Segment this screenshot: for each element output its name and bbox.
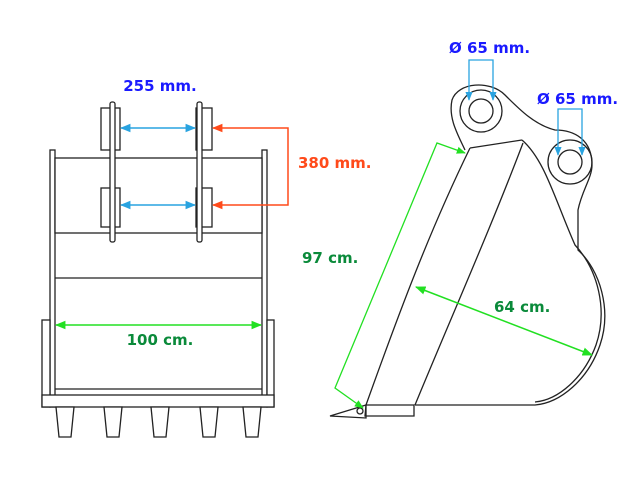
tooth: [199, 406, 219, 438]
pin-height-dimension: [211, 123, 289, 210]
side-plate-left: [49, 149, 56, 408]
pin1-boss: [459, 89, 503, 133]
depth-label: 97 cm.: [302, 249, 358, 267]
tooth-side: [329, 404, 367, 419]
side-view: [329, 84, 606, 419]
opening-arrow: [415, 286, 593, 356]
ear-bar-left: [109, 101, 116, 243]
pin2-hole: [557, 149, 583, 175]
width-label: 100 cm.: [127, 331, 194, 349]
tooth-pin: [356, 407, 364, 415]
teeth: [55, 406, 262, 438]
tooth: [55, 406, 75, 438]
bottom-plate: [364, 404, 415, 417]
bucket-side-line: [414, 142, 524, 406]
bucket-back-outline: [415, 84, 606, 406]
side-cutter-left: [41, 319, 51, 408]
tooth: [150, 406, 170, 438]
tooth: [103, 406, 123, 438]
pin-height-label: 380 mm.: [298, 154, 372, 172]
pin1-diameter-bracket: [465, 59, 497, 101]
pin2-boss: [547, 139, 593, 185]
bucket-back-inner: [521, 139, 602, 403]
side-plate-right: [261, 149, 268, 408]
pin1-diameter-label: Ø 65 mm.: [449, 39, 530, 57]
cutting-edge: [41, 394, 275, 408]
pin2-diameter-label: Ø 65 mm.: [537, 90, 618, 108]
depth-dimension: [334, 142, 466, 409]
front-view: [41, 101, 275, 438]
top-panel: [54, 157, 263, 234]
opening-label: 64 cm.: [494, 298, 550, 316]
side-cutter-right: [266, 319, 275, 408]
pin2-diameter-bracket: [554, 108, 586, 156]
ear-bar-right: [196, 101, 203, 243]
bucket-top-edge: [469, 139, 523, 149]
pin1-hole: [468, 98, 494, 124]
pin-spacing-label: 255 mm.: [123, 77, 197, 95]
tooth: [242, 406, 262, 438]
